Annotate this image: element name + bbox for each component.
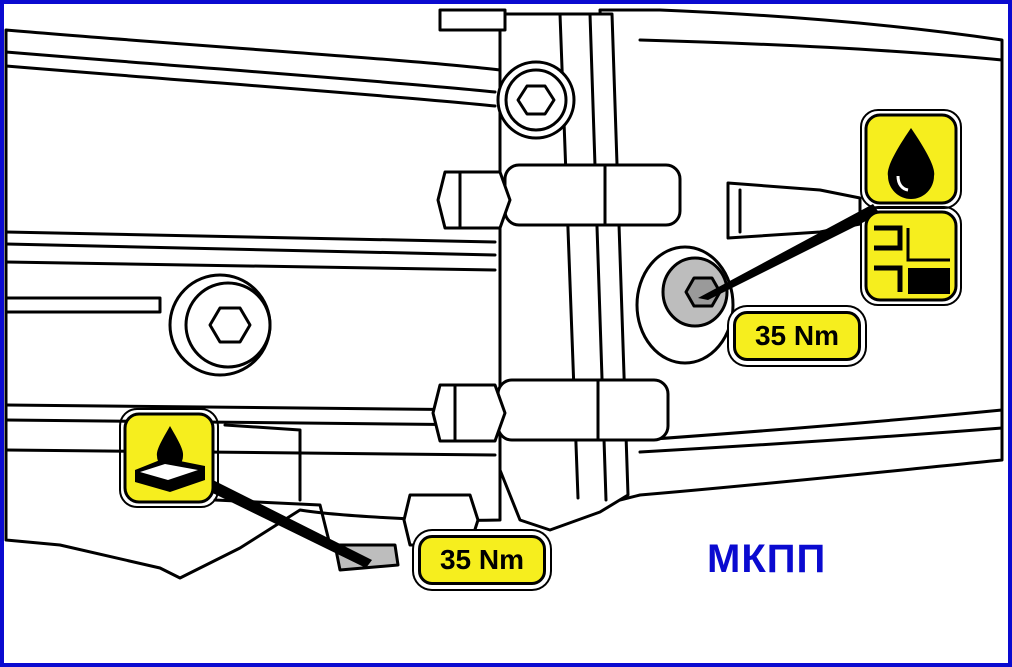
drain-plug-leader	[186, 470, 372, 568]
oil-level-icon	[860, 206, 962, 306]
oil-drain-pan-icon	[119, 408, 219, 508]
fill-plug-leader	[698, 204, 880, 300]
drain-plug-torque-label: 35 Nm	[418, 535, 546, 585]
transmission-caption: МКПП	[707, 537, 827, 581]
fill-plug-torque-label: 35 Nm	[733, 311, 861, 361]
oil-drop-icon	[860, 109, 962, 209]
